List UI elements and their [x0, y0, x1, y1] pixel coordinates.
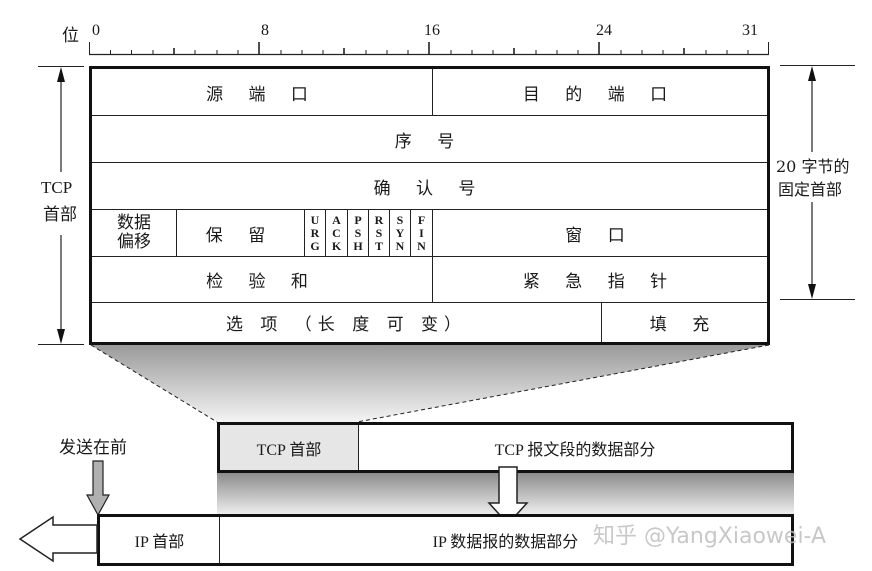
- tick-label-0: 0: [92, 22, 100, 39]
- zoom-projection: [90, 344, 770, 423]
- sequence-number-label: 序 号: [394, 131, 465, 152]
- fixed-header-label-line1: 20 字节的: [776, 157, 850, 176]
- send-first-label: 发送在前: [59, 438, 127, 458]
- tcp-header-dimension-arrow: [38, 66, 84, 345]
- flag-letter: K: [331, 238, 342, 253]
- flag-letter: Y: [395, 225, 405, 240]
- options-label: 选 项 （长 度 可 变）: [225, 315, 468, 335]
- acknowledgment-number-label: 确 认 号: [373, 178, 486, 199]
- urgent-pointer-label: 紧 急 指 针: [522, 272, 678, 292]
- checksum-field: 检 验 和: [92, 257, 433, 303]
- tick-label-16: 16: [424, 22, 440, 39]
- flag-letter: U: [310, 212, 320, 227]
- watermark: 知乎 @YangXiaowei-A: [593, 524, 827, 549]
- flag-letter: T: [374, 238, 383, 253]
- destination-port-label: 目 的 端 口: [522, 84, 678, 105]
- tcp-header-label-line1: TCP: [41, 178, 73, 197]
- flag-letter: S: [354, 225, 362, 240]
- flag-letter: C: [332, 225, 341, 240]
- flag-letter: H: [353, 238, 363, 253]
- acknowledgment-number-field: 确 认 号: [92, 163, 767, 210]
- flag-letter: F: [417, 212, 426, 227]
- flag-letter: A: [332, 212, 341, 227]
- source-port-field: 源 端 口: [92, 69, 433, 116]
- sequence-number-field: 序 号: [92, 116, 767, 163]
- flag-letter: S: [396, 212, 404, 227]
- tick-label-24: 24: [596, 22, 612, 39]
- transmit-direction-arrow-icon: [18, 515, 98, 563]
- flag-letter: N: [395, 238, 405, 253]
- tcp-header-label-line2: 首部: [43, 205, 77, 225]
- send-first-arrow-icon: [85, 460, 111, 517]
- fixed-header-label-line2: 固定首部: [778, 180, 843, 199]
- ruler-ticks: [89, 42, 769, 56]
- reserved-label: 保 留: [205, 225, 276, 246]
- tcp-segment-data: TCP 报文段的数据部分: [494, 441, 656, 459]
- tcp-segment-header: TCP 首部: [220, 425, 359, 470]
- flag-letter: N: [417, 238, 426, 253]
- reserved-field: 保 留: [177, 210, 305, 257]
- checksum-label: 检 验 和: [206, 272, 318, 292]
- data-offset-field: 数据 偏移: [92, 210, 177, 257]
- destination-port-field: 目 的 端 口: [433, 69, 767, 116]
- padding-field: 填 充: [602, 303, 767, 342]
- flag-letter: R: [310, 225, 320, 240]
- window-label: 窗 口: [565, 225, 635, 246]
- tick-label-8: 8: [261, 22, 269, 39]
- tcp-segment: TCP 首部 TCP 报文段的数据部分: [217, 422, 794, 473]
- window-field: 窗 口: [433, 210, 767, 257]
- encapsulate-down-arrow-icon: [487, 466, 529, 526]
- urgent-pointer-field: 紧 急 指 针: [433, 257, 767, 303]
- flag-letter: S: [375, 225, 383, 240]
- flag-letter: I: [419, 225, 424, 240]
- data-offset-label-line1: 数据: [117, 213, 151, 233]
- source-port-label: 源 端 口: [206, 84, 318, 105]
- padding-label: 填 充: [649, 315, 720, 335]
- ip-datagram-data: IP 数据报的数据部分: [432, 534, 579, 551]
- tick-label-31: 31: [742, 22, 758, 39]
- ip-datagram: IP 首部 IP 数据报的数据部分: [97, 514, 794, 566]
- ip-datagram-header: IP 首部: [100, 517, 220, 563]
- data-offset-label-line2: 偏移: [117, 232, 151, 252]
- fixed-header-dimension-arrow: [780, 65, 855, 300]
- flag-letter: P: [354, 212, 362, 227]
- options-field: 选 项 （长 度 可 变）: [92, 303, 602, 342]
- ruler-label: 位: [62, 26, 79, 46]
- flag-letter: G: [310, 238, 320, 253]
- flag-letter: R: [374, 212, 384, 227]
